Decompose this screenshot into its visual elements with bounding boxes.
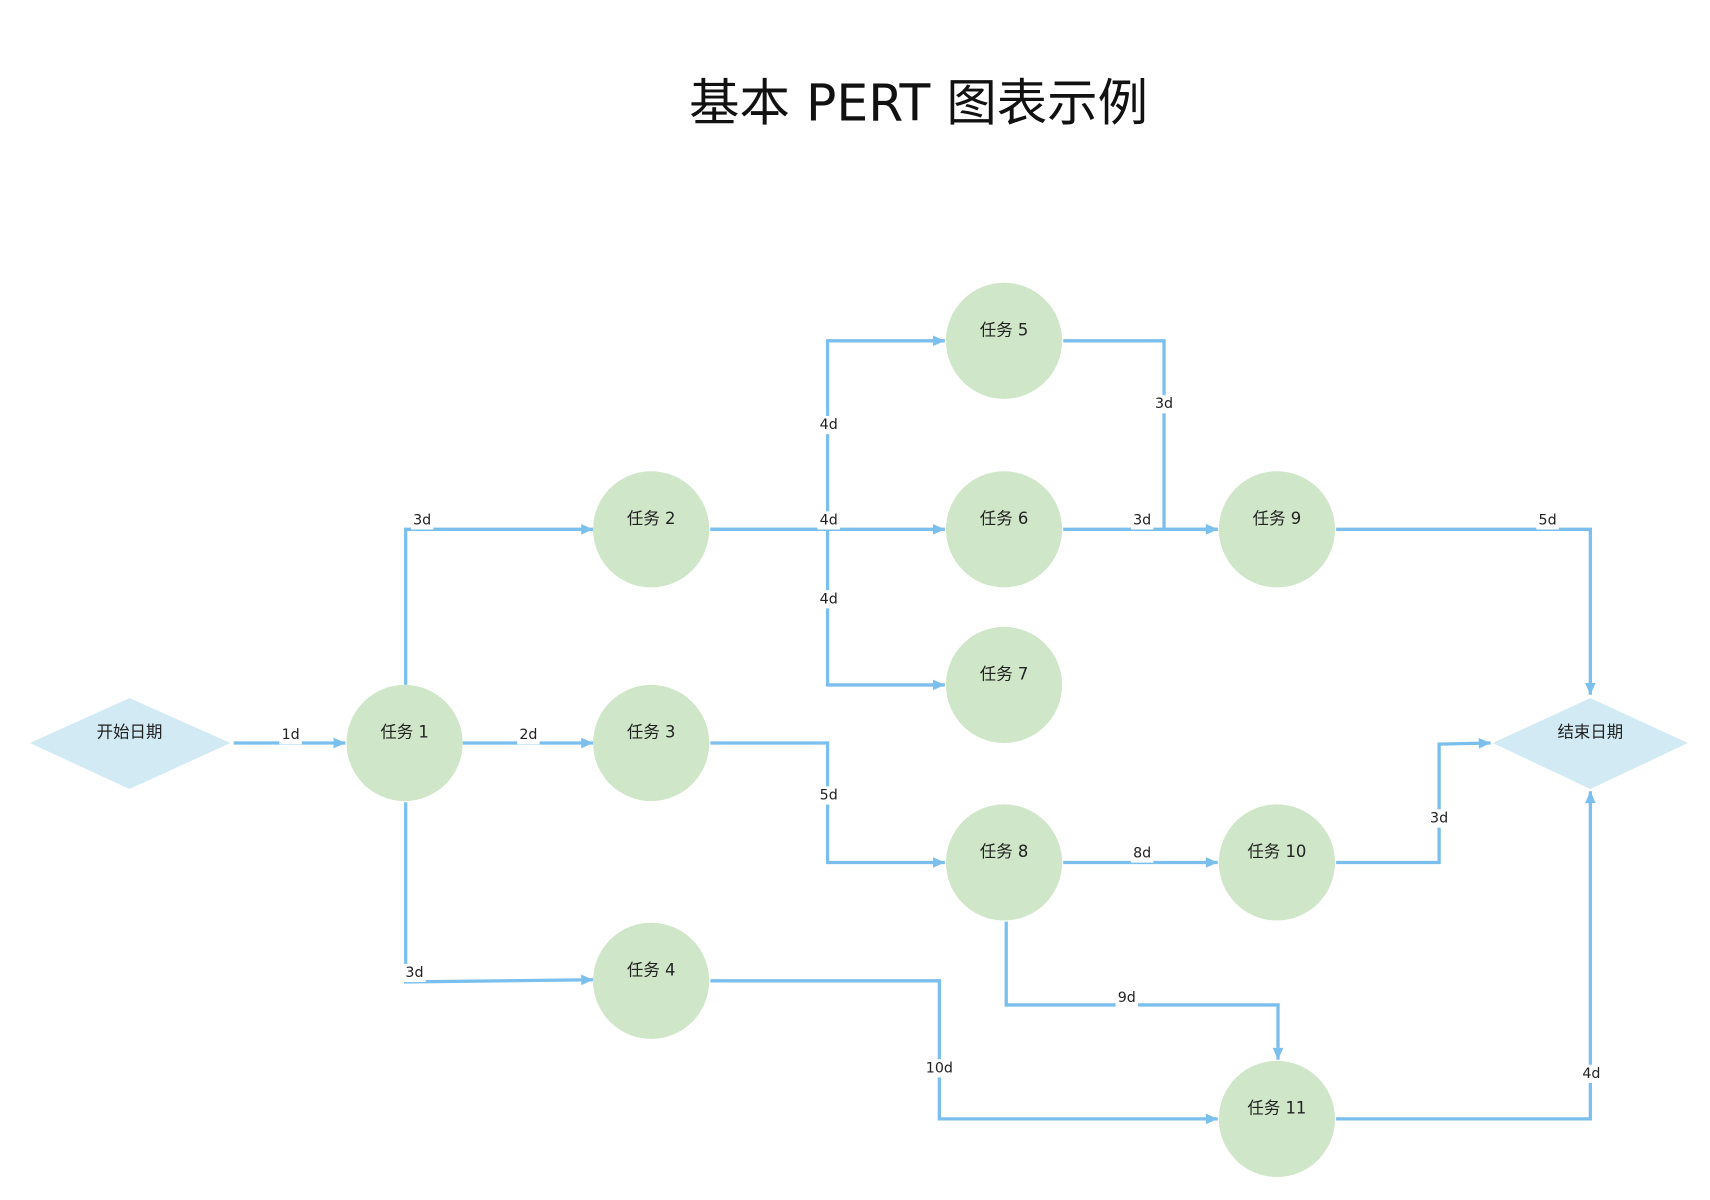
end-diamond: [1492, 698, 1688, 790]
edge-task1-task4: [404, 802, 594, 986]
duration-text: 4d: [1582, 1066, 1600, 1082]
edge-task1-task2: [404, 523, 594, 685]
duration-label-task3-task8: 5d: [817, 786, 840, 805]
duration-label-task4-task11: 10d: [923, 1059, 956, 1078]
task-circle: [945, 804, 1063, 921]
end-milestone: 结束日期: [1492, 698, 1688, 790]
edge-task10-end: [1336, 737, 1491, 865]
task-node-7: 任务 7: [945, 626, 1063, 744]
edge-task8-task11: [1004, 921, 1284, 1060]
duration-label-task1-task4: 3d: [403, 963, 426, 983]
task-label: 任务 11: [1247, 1098, 1306, 1117]
duration-text: 5d: [820, 787, 838, 803]
duration-label-task1-task3: 2d: [517, 726, 540, 745]
duration-text: 4d: [820, 417, 838, 433]
duration-label-task5-task9: 3d: [1152, 395, 1176, 414]
start-diamond: [29, 698, 231, 790]
duration-label-task10-end: 3d: [1427, 809, 1451, 828]
task-node-2: 任务 2: [593, 471, 710, 588]
task-label: 任务 2: [627, 509, 676, 528]
task-circle: [1218, 804, 1335, 921]
duration-text: 3d: [405, 965, 423, 981]
task-node-3: 任务 3: [593, 684, 710, 802]
start-milestone: 开始日期: [29, 698, 231, 790]
task-label: 任务 5: [980, 320, 1029, 339]
task-label: 任务 9: [1253, 509, 1302, 528]
task-node-4: 任务 4: [593, 922, 710, 1039]
end-label: 结束日期: [1557, 723, 1623, 742]
task-circle: [1218, 471, 1335, 588]
task-node-1: 任务 1: [346, 684, 463, 802]
task-circle: [593, 471, 710, 588]
task-circle: [346, 684, 463, 802]
task-circle: [593, 922, 710, 1039]
edge-task2-task7: [825, 529, 945, 691]
duration-text: 9d: [1118, 990, 1136, 1006]
edge-task9-end: [1336, 527, 1596, 695]
edge-task11-end: [1336, 791, 1596, 1121]
duration-label-task2-task5: 4d: [817, 415, 840, 435]
duration-label-task1-task2: 3d: [410, 511, 434, 530]
task-circle: [945, 626, 1063, 744]
page-title: 基本 PERT 图表示例: [689, 74, 1148, 133]
edge-task5-task9: [1063, 339, 1218, 535]
task-circle: [593, 684, 710, 802]
task-label: 任务 6: [980, 509, 1029, 528]
task-circle: [945, 282, 1063, 399]
start-label: 开始日期: [97, 723, 163, 742]
task-node-5: 任务 5: [945, 282, 1063, 399]
task-node-8: 任务 8: [945, 804, 1063, 921]
duration-label-task8-task11: 9d: [1115, 989, 1139, 1008]
duration-label-task11-end: 4d: [1580, 1064, 1603, 1083]
duration-text: 3d: [1155, 396, 1173, 412]
duration-label-task2-task7: 4d: [817, 590, 840, 609]
duration-text: 3d: [413, 512, 431, 528]
duration-label-start-task1: 1d: [279, 726, 302, 745]
duration-text: 3d: [1430, 810, 1448, 826]
task-label: 任务 3: [627, 723, 676, 742]
duration-text: 3d: [1133, 512, 1151, 528]
duration-text: 1d: [282, 727, 300, 743]
duration-label-task2-task6: 4d: [817, 511, 840, 530]
duration-label-task8-task10: 8d: [1130, 844, 1154, 863]
task-label: 任务 4: [627, 960, 676, 979]
task-node-9: 任务 9: [1218, 471, 1335, 588]
duration-text: 10d: [926, 1060, 953, 1076]
duration-labels: 1d 3d 2d 3d 4d 4d 4d 5d 3d 3d 8d 9d 10d …: [279, 395, 1603, 1083]
duration-label-task9-end: 5d: [1536, 511, 1559, 530]
duration-text: 5d: [1539, 512, 1557, 528]
duration-text: 8d: [1133, 846, 1151, 862]
edge-task4-task11: [710, 979, 1218, 1125]
duration-text: 4d: [820, 512, 838, 528]
task-node-11: 任务 11: [1218, 1060, 1335, 1177]
task-label: 任务 10: [1247, 842, 1306, 861]
task-label: 任务 7: [980, 664, 1029, 683]
task-label: 任务 8: [980, 842, 1029, 861]
edge-task2-task5: [710, 335, 945, 531]
task-node-6: 任务 6: [945, 471, 1063, 588]
duration-text: 2d: [519, 727, 537, 743]
task-label: 任务 1: [380, 723, 429, 742]
duration-text: 4d: [820, 591, 838, 607]
task-circle: [1218, 1060, 1335, 1177]
duration-label-task6-task9: 3d: [1130, 511, 1154, 530]
task-node-10: 任务 10: [1218, 804, 1335, 921]
task-circle: [945, 471, 1063, 588]
